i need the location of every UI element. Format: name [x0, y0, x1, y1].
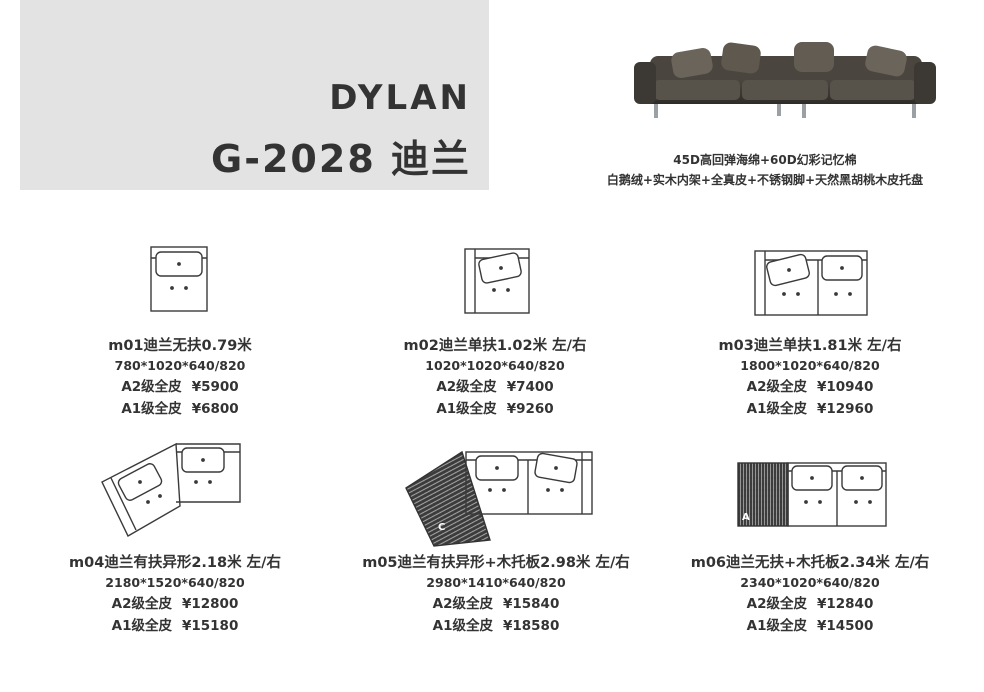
price-a1: A1级全皮¥15180 — [111, 618, 239, 634]
diagram-m05: C — [404, 448, 596, 548]
price-a1: A1级全皮¥14500 — [746, 618, 874, 634]
title-panel: DYLAN G-2028 迪兰 — [20, 0, 489, 190]
tray-mark-m06: A — [742, 512, 750, 523]
product-m02: m02迪兰单扶1.02米 左/右 1020*1020*640/820 A2级全皮… — [375, 336, 615, 420]
price-a1: A1级全皮¥18580 — [432, 618, 560, 634]
product-name: m03迪兰单扶1.81米 左/右 — [718, 338, 902, 354]
price-a2: A2级全皮¥5900 — [121, 379, 239, 395]
diagram-m02 — [462, 246, 532, 316]
price-a1: A1级全皮¥6800 — [121, 401, 239, 417]
product-name: m04迪兰有扶异形2.18米 左/右 — [69, 555, 281, 571]
product-dimensions: 2340*1020*640/820 — [740, 575, 880, 590]
diagram-m04 — [98, 440, 244, 540]
price-a2: A2级全皮¥12800 — [111, 596, 239, 612]
product-dimensions: 1020*1020*640/820 — [425, 358, 565, 373]
price-a1: A1级全皮¥9260 — [436, 401, 554, 417]
tray-mark-m05: C — [438, 522, 445, 533]
product-name: m02迪兰单扶1.02米 左/右 — [403, 338, 587, 354]
brand-name: DYLAN — [329, 78, 471, 118]
features-line-2: 白鹅绒+实木内架+全真皮+不锈钢脚+天然黑胡桃木皮托盘 — [606, 173, 924, 187]
product-name: m05迪兰有扶异形+木托板2.98米 左/右 — [362, 555, 630, 571]
product-dimensions: 780*1020*640/820 — [114, 358, 246, 373]
model-code: G-2028 迪兰 — [211, 137, 471, 181]
product-dimensions: 1800*1020*640/820 — [740, 358, 880, 373]
material-features: 45D高回弹海绵+60D幻彩记忆棉 白鹅绒+实木内架+全真皮+不锈钢脚+天然黑胡… — [590, 150, 940, 190]
product-dimensions: 2980*1410*640/820 — [426, 575, 566, 590]
price-a1: A1级全皮¥12960 — [746, 401, 874, 417]
product-m05: m05迪兰有扶异形+木托板2.98米 左/右 2980*1410*640/820… — [340, 553, 652, 637]
diagram-m01 — [148, 244, 210, 314]
features-line-1: 45D高回弹海绵+60D幻彩记忆棉 — [673, 153, 857, 167]
product-dimensions: 2180*1520*640/820 — [105, 575, 245, 590]
diagram-m03 — [752, 248, 870, 318]
product-name: m06迪兰无扶+木托板2.34米 左/右 — [690, 555, 930, 571]
diagram-m06: A — [736, 460, 888, 528]
price-a2: A2级全皮¥12840 — [746, 596, 874, 612]
price-a2: A2级全皮¥10940 — [746, 379, 874, 395]
price-a2: A2级全皮¥7400 — [436, 379, 554, 395]
product-m06: m06迪兰无扶+木托板2.34米 左/右 2340*1020*640/820 A… — [672, 553, 948, 637]
product-name: m01迪兰无扶0.79米 — [108, 338, 252, 354]
product-m03: m03迪兰单扶1.81米 左/右 1800*1020*640/820 A2级全皮… — [690, 336, 930, 420]
sofa-product-image — [632, 40, 938, 120]
product-m01: m01迪兰无扶0.79米 780*1020*640/820 A2级全皮¥5900… — [60, 336, 300, 420]
product-m04: m04迪兰有扶异形2.18米 左/右 2180*1520*640/820 A2级… — [40, 553, 310, 637]
price-a2: A2级全皮¥15840 — [432, 596, 560, 612]
